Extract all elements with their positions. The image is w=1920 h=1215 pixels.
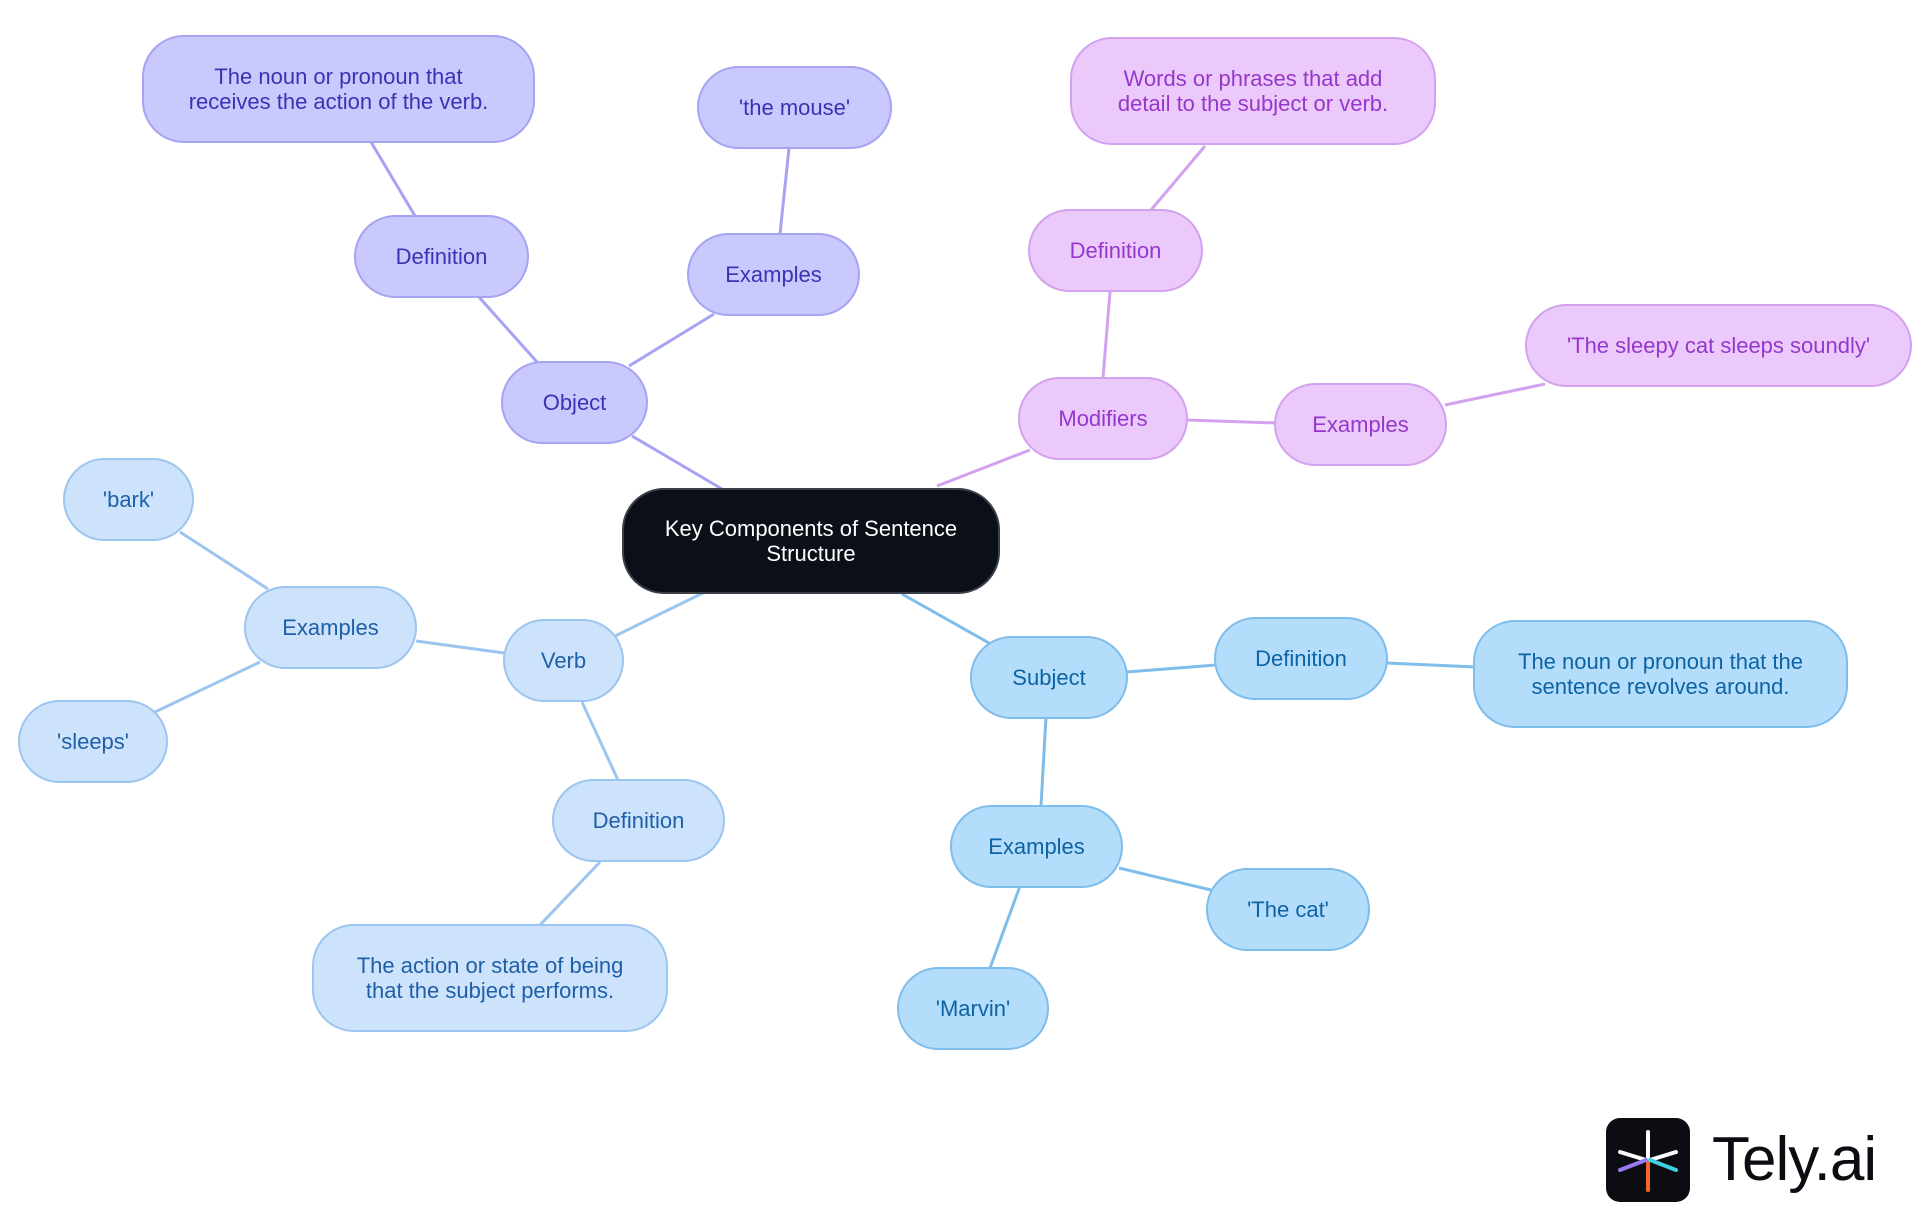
- connector-verb-definition: [580, 701, 620, 781]
- object-definition-text-node: The noun or pronoun that receives the ac…: [142, 35, 535, 143]
- modifiers-example-1: 'The sleepy cat sleeps soundly': [1566, 333, 1871, 358]
- tely-logo-mark: [1618, 1130, 1678, 1192]
- connector-root-subject: [901, 592, 990, 645]
- object-definition-label: Definition: [395, 244, 488, 269]
- tely-logo-icon: [1606, 1118, 1690, 1202]
- tely-logo-text: Tely.ai: [1712, 1125, 1877, 1194]
- modifiers-definition-node: Definition: [1028, 209, 1203, 292]
- verb-definition-node: Definition: [552, 779, 725, 862]
- connector-subject-definition-text: [1386, 661, 1477, 669]
- verb-node: Verb: [503, 619, 624, 702]
- connector-subject-examples: [1039, 716, 1048, 807]
- modifiers-definition-text-node: Words or phrases that add detail to the …: [1070, 37, 1436, 145]
- modifiers-definition-label: Definition: [1069, 238, 1162, 263]
- verb-example-1: 'bark': [102, 487, 155, 512]
- connector-subject-example-1: [1118, 866, 1212, 892]
- subject-definition-label: Definition: [1255, 646, 1347, 671]
- subject-example-2-node: 'Marvin': [897, 967, 1049, 1050]
- verb-example-2: 'sleeps': [57, 729, 129, 754]
- modifiers-examples-label: Examples: [1312, 412, 1409, 437]
- root-node: Key Components of Sentence Structure: [622, 488, 1000, 594]
- subject-definition-node: Definition: [1214, 617, 1388, 700]
- root-node-label: Key Components of Sentence Structure: [664, 516, 958, 566]
- connector-verb-definition-text: [538, 860, 602, 927]
- object-definition-node: Definition: [354, 215, 529, 298]
- connector-subject-definition: [1126, 663, 1217, 674]
- verb-definition-text: The action or state of being that the su…: [356, 953, 624, 1003]
- connector-object-example-1: [778, 147, 791, 235]
- modifiers-example-1-node: 'The sleepy cat sleeps soundly': [1525, 304, 1912, 387]
- verb-examples-label: Examples: [282, 615, 379, 640]
- connector-object-definition: [476, 295, 539, 363]
- connector-modifiers-examples: [1186, 418, 1277, 425]
- modifiers-node-label: Modifiers: [1058, 406, 1148, 431]
- connector-modifiers-definition: [1101, 291, 1112, 379]
- modifiers-node: Modifiers: [1018, 377, 1188, 460]
- subject-example-1-node: 'The cat': [1206, 868, 1370, 951]
- subject-node: Subject: [970, 636, 1128, 719]
- connector-modifiers-definition-text: [1149, 145, 1207, 211]
- modifiers-definition-text: Words or phrases that add detail to the …: [1117, 66, 1389, 116]
- subject-examples-node: Examples: [950, 805, 1123, 888]
- object-definition-text: The noun or pronoun that receives the ac…: [188, 64, 489, 114]
- object-node-label: Object: [542, 390, 607, 415]
- connector-root-verb: [614, 590, 706, 638]
- object-examples-label: Examples: [725, 262, 822, 287]
- modifiers-examples-node: Examples: [1274, 383, 1447, 466]
- subject-definition-text-node: The noun or pronoun that the sentence re…: [1473, 620, 1848, 728]
- connector-subject-example-2: [988, 885, 1022, 969]
- connector-root-modifiers: [936, 448, 1031, 488]
- connector-verb-example-1: [179, 530, 269, 591]
- verb-node-label: Verb: [540, 648, 587, 673]
- subject-example-1: 'The cat': [1247, 897, 1329, 922]
- subject-definition-text: The noun or pronoun that the sentence re…: [1518, 649, 1803, 699]
- verb-definition-label: Definition: [592, 808, 685, 833]
- verb-example-2-node: 'sleeps': [18, 700, 168, 783]
- connector-object-examples: [628, 312, 715, 368]
- connector-object-definition-text: [369, 141, 417, 217]
- verb-example-1-node: 'bark': [63, 458, 194, 541]
- subject-example-2: 'Marvin': [935, 996, 1011, 1021]
- connector-modifiers-example-1: [1444, 382, 1546, 407]
- connector-verb-example-2: [154, 660, 261, 714]
- subject-node-label: Subject: [1012, 665, 1086, 690]
- verb-definition-text-node: The action or state of being that the su…: [312, 924, 668, 1032]
- verb-examples-node: Examples: [244, 586, 417, 669]
- object-node: Object: [501, 361, 648, 444]
- object-example-1-node: 'the mouse': [697, 66, 892, 149]
- subject-examples-label: Examples: [988, 834, 1085, 859]
- connector-verb-examples: [415, 639, 505, 655]
- object-example-1: 'the mouse': [738, 95, 851, 120]
- connector-root-object: [631, 434, 723, 491]
- object-examples-node: Examples: [687, 233, 860, 316]
